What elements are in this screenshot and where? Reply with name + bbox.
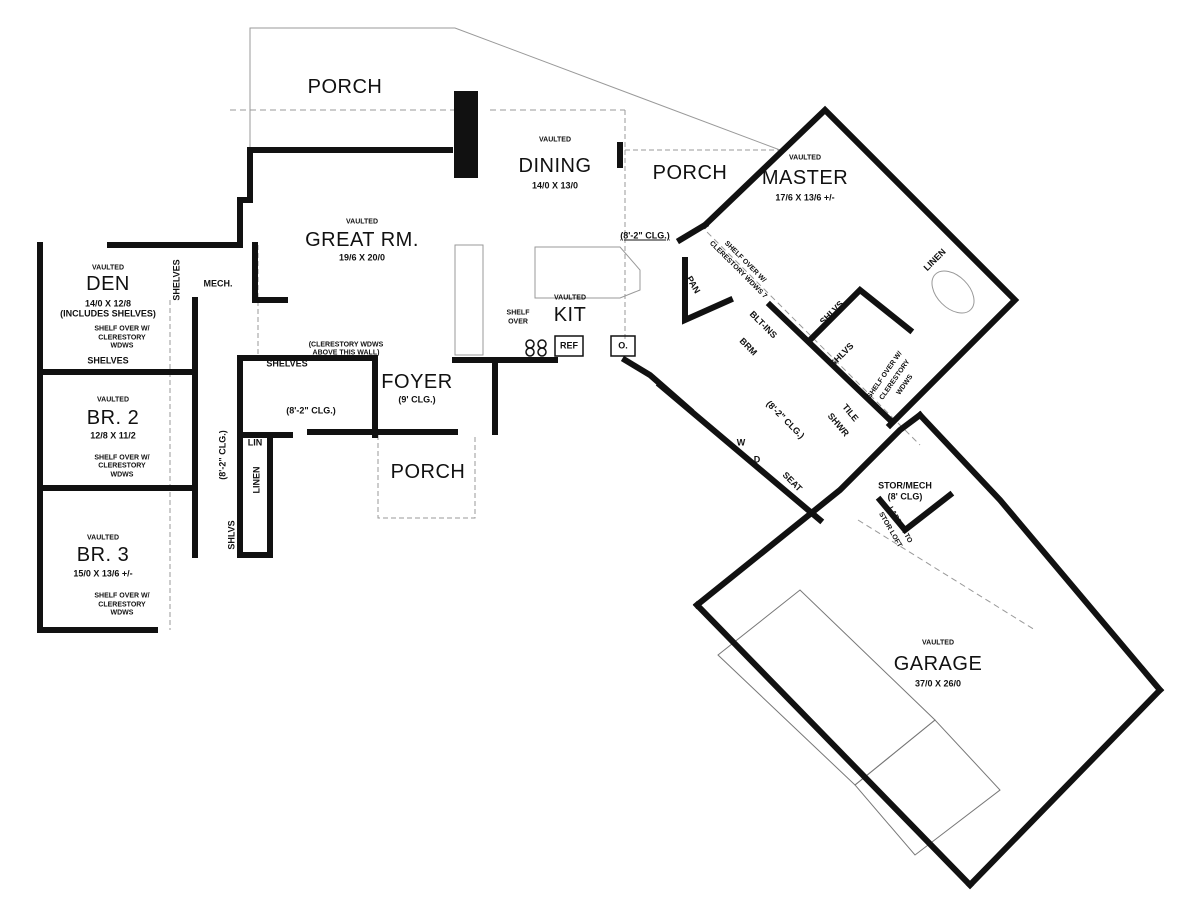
range-icon bbox=[525, 339, 547, 357]
wall-bath-north bbox=[237, 355, 378, 438]
ref-label: REF bbox=[560, 340, 578, 351]
porch-outlines bbox=[169, 27, 1036, 631]
clerestory-l2: ABOVE THIS WALL) bbox=[312, 349, 380, 357]
bath-ceiling-note: (8'-2" CLG.) bbox=[286, 405, 336, 416]
porch-right-label: PORCH bbox=[652, 162, 728, 184]
kitchen-pantry-counter bbox=[454, 244, 484, 356]
wall-mech bbox=[252, 242, 288, 303]
den-size: 14/0 X 12/8 bbox=[84, 298, 132, 309]
br3-shelf-l3: WDWS bbox=[110, 609, 134, 617]
br2-prefix: VAULTED bbox=[96, 396, 130, 404]
br3-shelf-l1: SHELF OVER W/ bbox=[94, 592, 150, 600]
front-porch-outline bbox=[377, 435, 476, 519]
wall-pantry-corner bbox=[675, 220, 710, 245]
master-prefix: VAULTED bbox=[788, 154, 822, 162]
wall-pantry bbox=[682, 257, 734, 325]
garage-prefix: VAULTED bbox=[921, 639, 955, 647]
garage-doors bbox=[717, 589, 1001, 856]
clerestory-l1: (CLERESTORY WDWS bbox=[308, 341, 384, 349]
br3-prefix: VAULTED bbox=[86, 534, 120, 542]
wall-garage-se bbox=[965, 685, 1165, 890]
kit-shelf-l2: OVER bbox=[508, 318, 528, 326]
master-size: 17/6 X 13/6 +/- bbox=[775, 192, 835, 203]
dining-ceiling-note: (8'-2" CLG.) bbox=[620, 230, 670, 241]
dryer-label: D bbox=[753, 454, 761, 465]
br3-shelf-l2: CLERESTORY bbox=[98, 601, 146, 609]
br2-shelf-l2: CLERESTORY bbox=[98, 462, 146, 470]
wall-laundry bbox=[655, 380, 825, 525]
bathtub bbox=[931, 270, 975, 314]
den-shelves-vertical: SHELVES bbox=[171, 259, 182, 301]
garage-door-1 bbox=[717, 589, 936, 786]
kit-prefix: VAULTED bbox=[553, 294, 587, 302]
great-rm-label: GREAT RM. bbox=[305, 229, 419, 251]
master-clerestory-line bbox=[699, 224, 921, 446]
stor-mech-label: STOR/MECH bbox=[878, 480, 932, 491]
mech-label: MECH. bbox=[203, 278, 233, 289]
wall-garage-nw bbox=[692, 410, 925, 610]
hall-ceiling-note: (8'-2" CLG.) bbox=[217, 430, 228, 480]
garage-loft-line bbox=[857, 519, 1036, 631]
porch-top-label: PORCH bbox=[307, 76, 383, 98]
br2-shelf-l3: WDWS bbox=[110, 471, 134, 479]
wall-foyer-east bbox=[452, 357, 498, 435]
wall-bath bbox=[237, 355, 293, 438]
linen-label: LINEN bbox=[251, 466, 262, 494]
br2-label: BR. 2 bbox=[86, 407, 140, 429]
den-label: DEN bbox=[86, 273, 130, 295]
wall-garage-sw bbox=[692, 600, 975, 890]
great-rm-size: 19/6 X 20/0 bbox=[338, 252, 386, 263]
den-shelf-l3: WDWS bbox=[110, 342, 134, 350]
br2-size: 12/8 X 11/2 bbox=[90, 430, 136, 441]
hall-shlvs-label: SHLVS bbox=[226, 520, 237, 550]
garage-label: GARAGE bbox=[893, 653, 983, 675]
foyer-label: FOYER bbox=[381, 371, 453, 393]
den-prefix: VAULTED bbox=[91, 264, 125, 272]
br2-shelf-l1: SHELF OVER W/ bbox=[94, 454, 150, 462]
bath-shelves-label: SHELVES bbox=[266, 358, 308, 369]
dining-label: DINING bbox=[518, 155, 592, 177]
kit-label: KIT bbox=[553, 304, 587, 326]
wall-linen bbox=[237, 437, 273, 558]
rear-porch-outline bbox=[249, 27, 781, 160]
fireplace-hutch bbox=[454, 91, 478, 178]
wall-wic bbox=[805, 285, 915, 345]
den-shelf-l2: CLERESTORY bbox=[98, 334, 146, 342]
foyer-note: (9' CLG.) bbox=[398, 394, 436, 405]
dining-size: 14/0 X 13/0 bbox=[531, 180, 579, 191]
stor-mech-note: (8' CLG) bbox=[887, 491, 923, 502]
hutch-label: HUTCH bbox=[480, 127, 488, 153]
great-rm-prefix: VAULTED bbox=[345, 218, 379, 226]
br3-size: 15/0 X 13/6 +/- bbox=[73, 568, 133, 579]
garage-size: 37/0 X 26/0 bbox=[914, 678, 962, 689]
wall-great-north bbox=[247, 147, 453, 203]
den-shelves-label: SHELVES bbox=[87, 355, 129, 366]
wall-garage-ne bbox=[915, 410, 1165, 695]
walls bbox=[37, 91, 1165, 890]
dining-prefix: VAULTED bbox=[538, 136, 572, 144]
kit-shelf-l1: SHELF bbox=[506, 309, 530, 317]
refrigerator bbox=[554, 335, 584, 357]
lin-label: LIN bbox=[247, 437, 263, 448]
oven-label: O. bbox=[618, 340, 628, 351]
washer-label: W bbox=[736, 437, 746, 448]
wall-den-north bbox=[107, 197, 253, 248]
garage-door-2 bbox=[854, 719, 1001, 856]
master-label: MASTER bbox=[761, 167, 849, 189]
porch-front-label: PORCH bbox=[390, 461, 466, 483]
wall-stor-mech bbox=[875, 490, 955, 535]
den-shelf-l1: SHELF OVER W/ bbox=[94, 325, 150, 333]
kitchen-island bbox=[534, 246, 641, 299]
br3-label: BR. 3 bbox=[76, 544, 130, 566]
oven bbox=[610, 335, 636, 357]
wall-closet bbox=[765, 300, 895, 425]
wall-master bbox=[700, 105, 1020, 430]
den-note: (INCLUDES SHELVES) bbox=[60, 308, 156, 319]
